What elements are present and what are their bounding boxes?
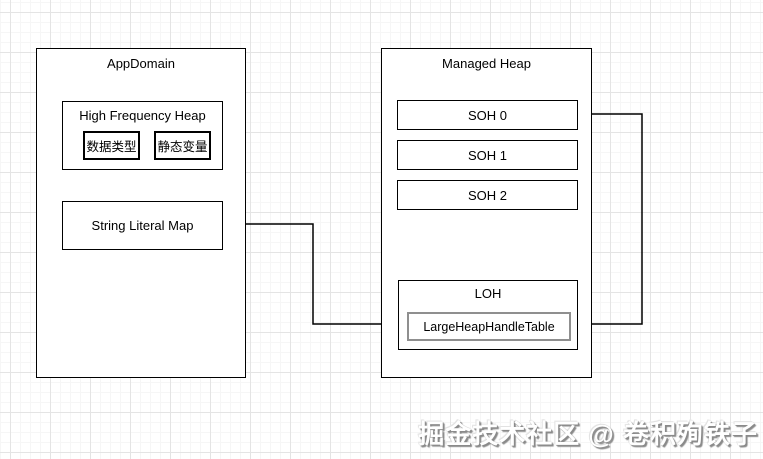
loh-box: LOH LargeHeapHandleTable — [398, 280, 578, 350]
appdomain-title: AppDomain — [107, 56, 175, 71]
managed-heap-title: Managed Heap — [442, 56, 531, 71]
static-variable-chip: 静态变量 — [154, 131, 211, 160]
managed-heap-box: Managed Heap SOH 0 SOH 1 SOH 2 LOH Large… — [381, 48, 592, 378]
loh-title: LOH — [474, 286, 502, 301]
soh2-segment: SOH 2 — [397, 180, 578, 210]
high-frequency-heap-title: High Frequency Heap — [79, 108, 206, 123]
appdomain-box: AppDomain High Frequency Heap 数据类型 静态变量 … — [36, 48, 246, 378]
data-type-chip: 数据类型 — [83, 131, 140, 160]
soh1-segment: SOH 1 — [397, 140, 578, 170]
arrow-slm-to-lhht — [222, 223, 404, 329]
string-literal-map-label: String Literal Map — [91, 218, 194, 233]
high-frequency-heap-box: High Frequency Heap 数据类型 静态变量 — [62, 101, 223, 170]
string-literal-map-box: String Literal Map — [62, 201, 223, 250]
large-heap-handle-table-box: LargeHeapHandleTable — [407, 312, 571, 341]
watermark-text: 掘金技术社区 @ 卷积殉铁子 — [418, 419, 758, 449]
soh0-segment: SOH 0 — [397, 100, 578, 130]
